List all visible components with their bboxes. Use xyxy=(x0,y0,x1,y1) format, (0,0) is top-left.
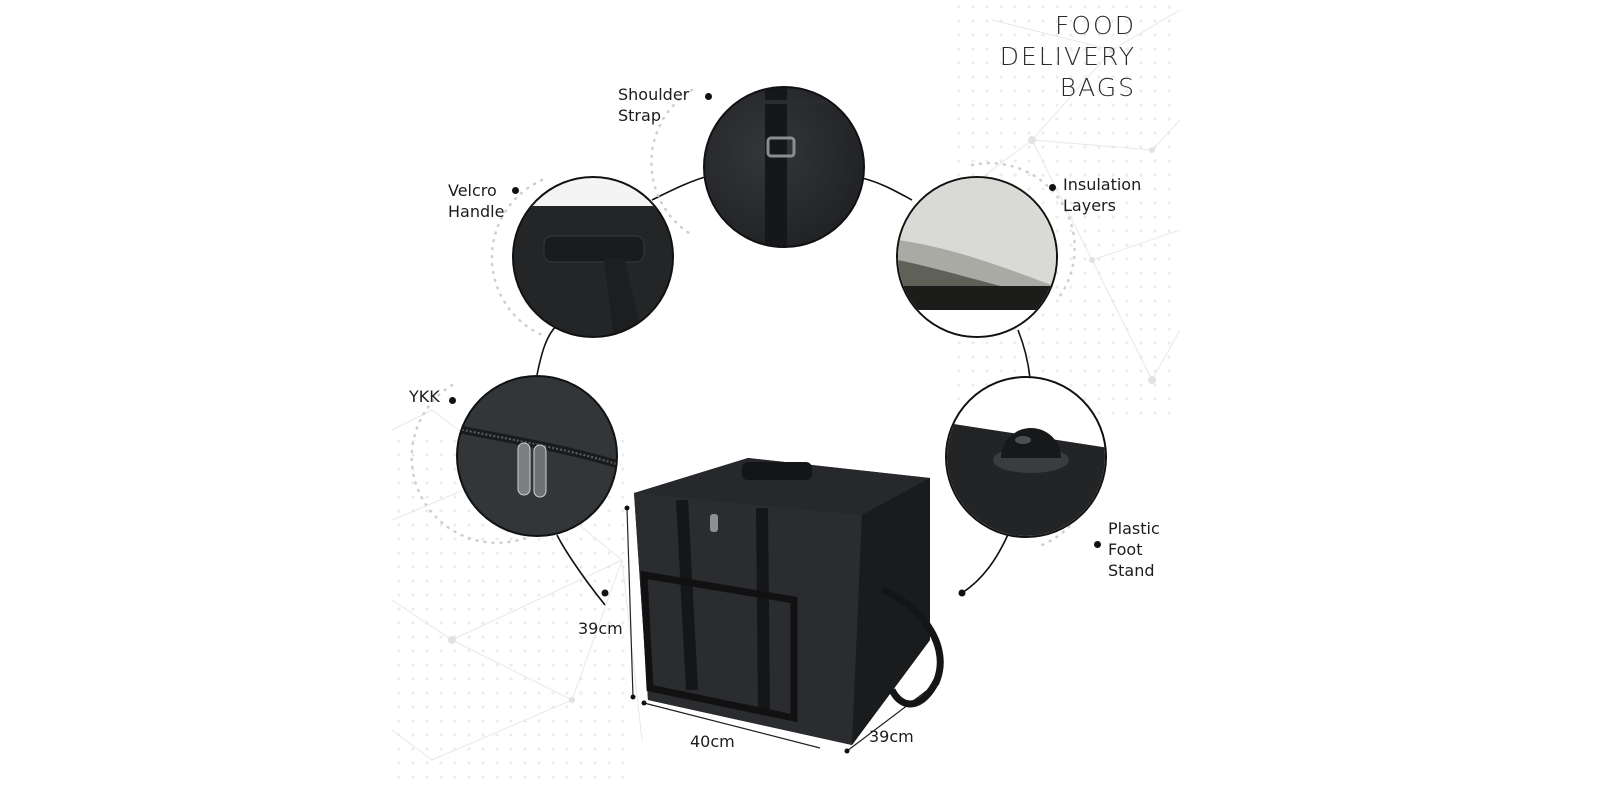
label-line: Shoulder xyxy=(618,85,690,104)
label-line: Strap xyxy=(618,106,661,125)
strap-icon xyxy=(705,88,863,246)
label-line: Layers xyxy=(1063,196,1116,215)
feature-label-insulation-layers: Insulation Layers xyxy=(1063,174,1141,216)
plastic-foot-detail-image xyxy=(945,376,1107,538)
label-line: YKK xyxy=(409,387,440,406)
label-line: Insulation xyxy=(1063,175,1142,194)
bullet-dot xyxy=(512,187,519,194)
handle-icon xyxy=(514,178,672,336)
bullet-dot xyxy=(1049,184,1056,191)
bullet-dot xyxy=(449,397,456,404)
label-line: Foot xyxy=(1108,540,1143,559)
label-line: Stand xyxy=(1108,561,1155,580)
bullet-dot xyxy=(705,93,712,100)
shoulder-strap-detail-image xyxy=(703,86,865,248)
dimension-depth: 39cm xyxy=(869,727,914,746)
infographic-title: FOOD DELIVERY BAGS xyxy=(1000,10,1136,103)
insulation-layers-detail-image xyxy=(896,176,1058,338)
dimension-width: 40cm xyxy=(690,732,735,751)
feature-label-plastic-foot-stand: Plastic Foot Stand xyxy=(1108,518,1160,581)
ykk-zipper-detail-image xyxy=(456,375,618,537)
title-line-3: BAGS xyxy=(1059,73,1136,102)
velcro-handle-detail-image xyxy=(512,176,674,338)
bullet-dot xyxy=(1094,541,1101,548)
feature-label-shoulder-strap: Shoulder Strap xyxy=(618,84,689,126)
foot-stand-icon xyxy=(947,423,1105,536)
zipper-icon xyxy=(458,425,616,498)
label-line: Velcro xyxy=(448,181,497,200)
feature-label-ykk: YKK xyxy=(409,386,440,407)
label-line: Handle xyxy=(448,202,505,221)
title-line-1: FOOD xyxy=(1055,11,1136,40)
feature-label-velcro-handle: Velcro Handle xyxy=(448,180,504,222)
insulation-icon xyxy=(898,178,1056,336)
label-line: Plastic xyxy=(1108,519,1160,538)
title-line-2: DELIVERY xyxy=(999,42,1136,71)
dimension-height: 39cm xyxy=(578,619,623,638)
product-infographic: FOOD DELIVERY BAGS Shoulder Strap Velcro… xyxy=(392,0,1180,786)
